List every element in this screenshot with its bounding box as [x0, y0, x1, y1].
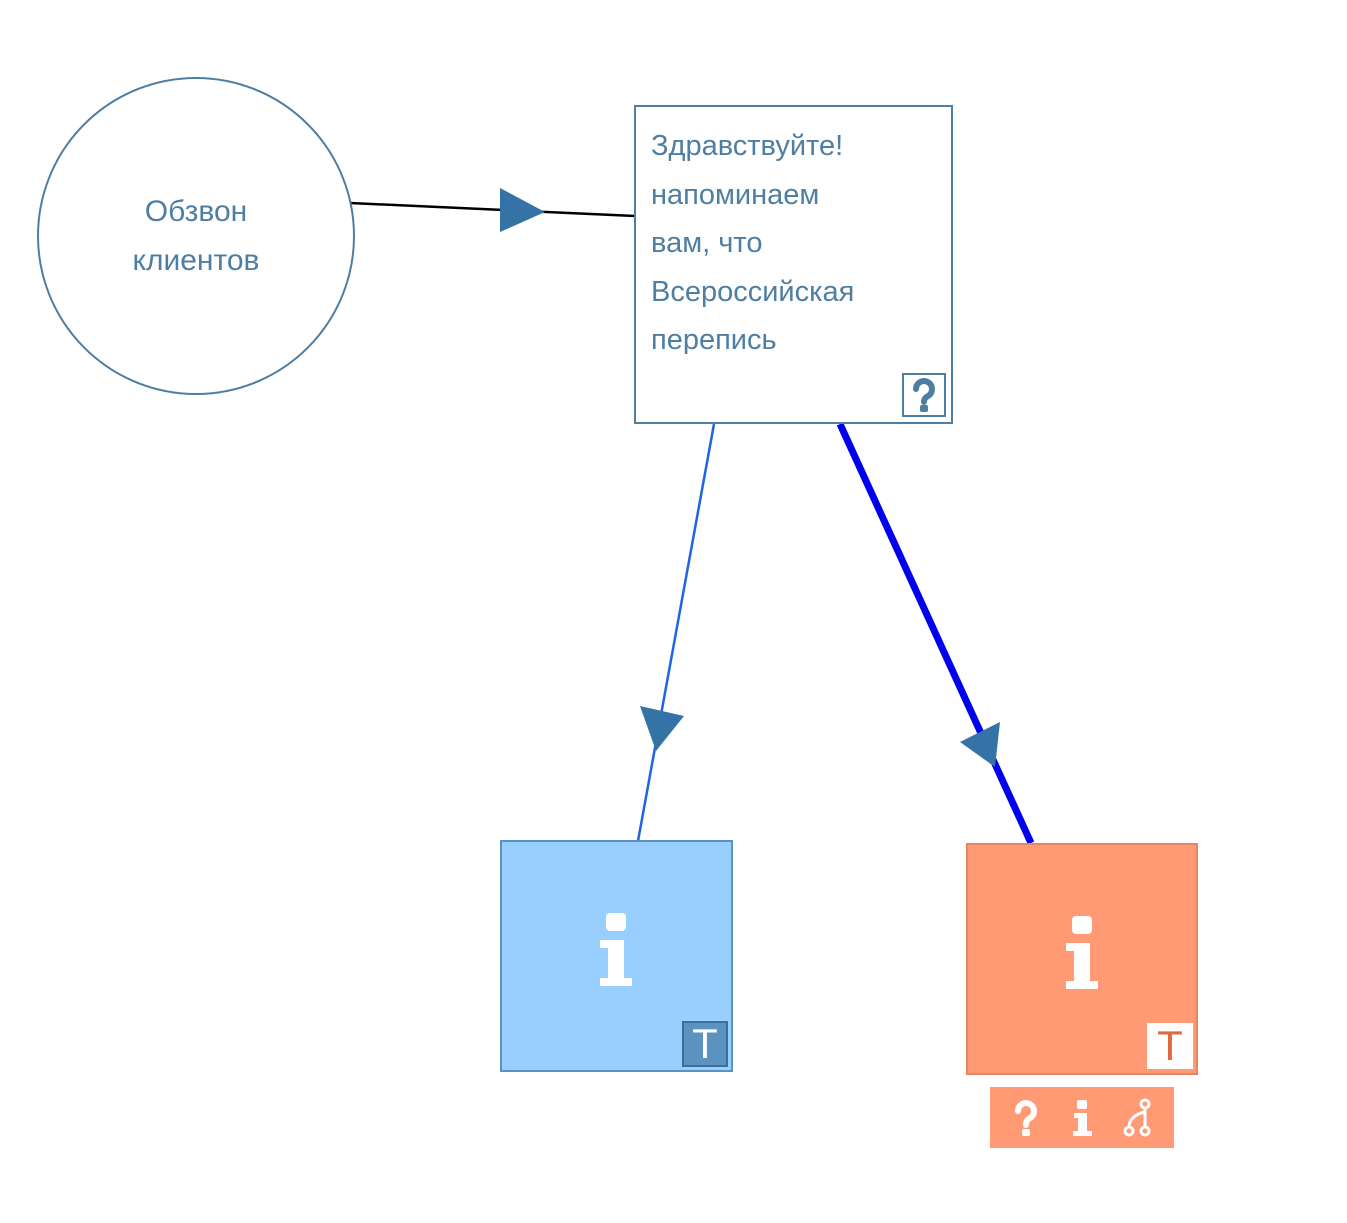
- edge-question-to-blue[interactable]: [636, 423, 716, 842]
- question-node-text: Здравствуйте! напоминаем вам, что Всерос…: [651, 122, 936, 354]
- question-type-badge[interactable]: [902, 373, 946, 417]
- add-branch-button[interactable]: [1114, 1094, 1162, 1142]
- text-badge-blue[interactable]: T: [682, 1021, 728, 1067]
- edge-start-to-question[interactable]: [349, 201, 636, 218]
- question-line: Всероссийская: [651, 275, 855, 308]
- edge-question-to-orange[interactable]: [836, 422, 1035, 845]
- question-mark-icon: [913, 378, 935, 412]
- start-node[interactable]: [37, 77, 355, 395]
- info-icon: [1073, 1099, 1092, 1136]
- question-node[interactable]: [634, 105, 953, 424]
- question-line: Здравствуйте!: [651, 130, 844, 162]
- text-badge-orange[interactable]: T: [1147, 1023, 1193, 1069]
- question-mark-icon: [1015, 1099, 1037, 1136]
- edge-arrow-question-to-blue: [640, 706, 684, 751]
- question-line: напоминаем: [651, 178, 820, 211]
- text-t-icon: T: [1157, 1022, 1183, 1069]
- add-question-button[interactable]: [1002, 1094, 1050, 1142]
- edge-arrow-start-to-question: [500, 188, 545, 232]
- text-t-icon: T: [692, 1020, 718, 1067]
- info-icon: [600, 913, 632, 986]
- question-line: вам, что: [651, 227, 763, 259]
- branch-icon: [1123, 1098, 1151, 1136]
- node-toolbar: [990, 1087, 1174, 1148]
- edge-arrow-question-to-orange: [960, 722, 1000, 767]
- info-icon: [1066, 916, 1098, 989]
- question-line: перепись: [651, 324, 777, 354]
- add-info-button[interactable]: [1058, 1094, 1106, 1142]
